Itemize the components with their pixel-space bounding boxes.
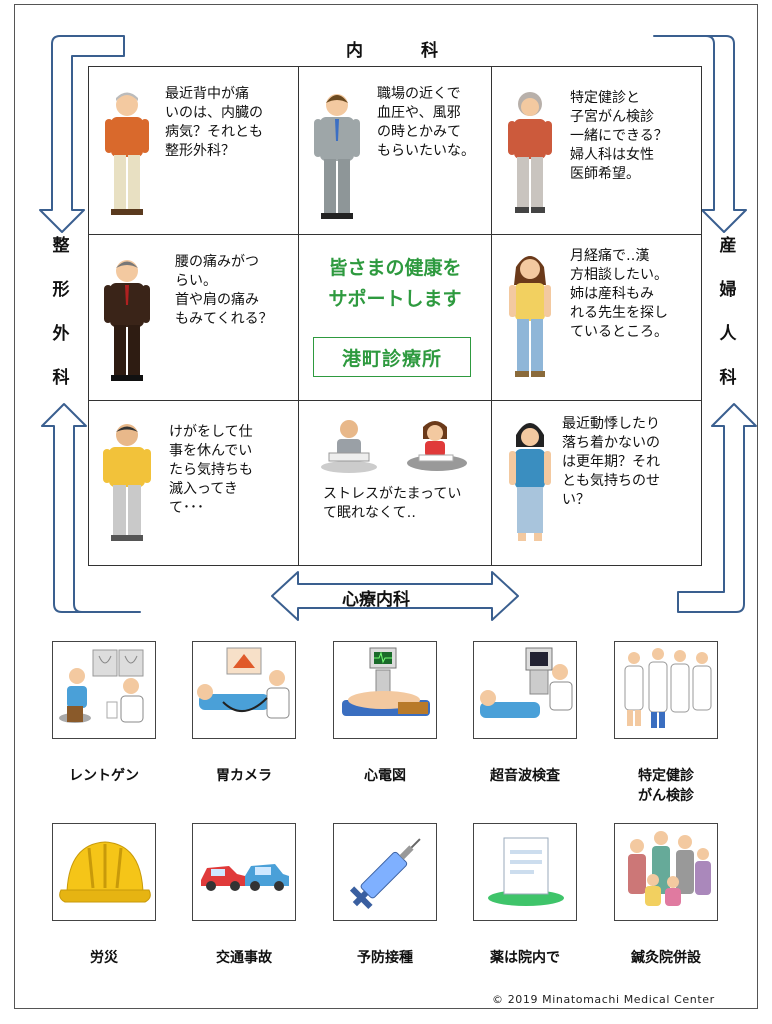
service-label: 超音波検査 — [490, 768, 560, 784]
service-tile-workers-comp — [52, 823, 156, 921]
ecg-icon — [342, 647, 430, 716]
car-accident-icon — [201, 864, 289, 891]
hard-hat-icon — [59, 841, 151, 903]
concern-text: 特定健診と 子宮がん検診 一緒にできる？ 婦人科は女性 医師希望。 — [570, 90, 668, 182]
service-tile-acupuncture — [614, 823, 718, 921]
concern-cell-office-worker: 職場の近くで 血圧や、風邪 の時とかみて もらいたいな。 — [299, 67, 492, 235]
service-label: 予防接種 — [357, 950, 413, 966]
service-tile-gastroscope — [192, 641, 296, 739]
service-label: 労災 — [90, 950, 118, 966]
copyright-text: © 2019 Minatomachi Medical Center — [492, 993, 715, 1006]
arrow-bottom-left — [41, 403, 141, 613]
service-tile-xray — [52, 641, 156, 739]
concern-text: 腰の痛みがつ らい。 首や肩の痛み もみてくれる？ — [175, 254, 273, 327]
service-tile-ultrasound — [473, 641, 577, 739]
service-label: 特定健診 がん検診 — [638, 768, 694, 804]
concern-text: 最近背中が痛 いのは、内臓の 病気？それとも 整形外科？ — [165, 86, 263, 159]
man-in-suit-icon — [104, 260, 150, 381]
concern-cell-middle-aged-woman: 最近動悸したり 落ち着かないの は更年期？それ とも気持ちのせ い？ — [492, 401, 701, 565]
gastroscope-icon — [197, 647, 290, 719]
service-tile-ecg — [333, 641, 437, 739]
elderly-woman-icon — [508, 92, 552, 213]
arrow-bottom-double — [271, 571, 519, 621]
xray-icon — [59, 649, 144, 723]
department-obgyn: 産婦人科 — [719, 236, 737, 388]
health-checkup-icon — [624, 648, 712, 728]
concern-cell-injured-man: けがをして仕 事を休んでい たら気持ちも 滅入ってき て･･･ — [89, 401, 299, 565]
concern-cell-elderly-woman: 特定健診と 子宮がん検診 一緒にできる？ 婦人科は女性 医師希望。 — [492, 67, 701, 235]
service-label: 薬は院内で — [490, 950, 560, 966]
service-label: 鍼灸院併設 — [631, 950, 701, 966]
concern-text: 職場の近くで 血圧や、風邪 の時とかみて もらいたいな。 — [377, 86, 475, 159]
arrow-bottom-right — [677, 403, 757, 613]
concern-text: ストレスがたまってい て眠れなくて‥ — [323, 486, 462, 521]
department-orthopedics: 整形外科 — [52, 236, 70, 388]
concern-text: 月経痛で‥漢 方相談したい。 姉は産科もみ れる先生を探し ているところ。 — [570, 248, 668, 340]
service-label: 交通事故 — [216, 950, 272, 966]
ultrasound-icon — [480, 647, 573, 718]
service-label: レントゲン — [69, 768, 139, 784]
worker-man-icon — [103, 424, 151, 541]
medicine-bag-icon — [488, 837, 564, 906]
service-tile-checkup — [614, 641, 718, 739]
concern-cell-man-in-suit: 腰の痛みがつ らい。 首や肩の痛み もみてくれる？ — [89, 235, 299, 401]
department-internal-medicine: 内科 — [346, 41, 438, 61]
syringe-icon — [349, 838, 421, 910]
clinic-center-cell: 皆さまの健康を サポートします 港町診療所 — [299, 235, 492, 401]
service-label: 心電図 — [364, 768, 406, 784]
concern-text: 最近動悸したり 落ち着かないの は更年期？それ とも気持ちのせ い？ — [562, 416, 660, 508]
service-tile-traffic-accident — [192, 823, 296, 921]
young-woman-icon — [509, 256, 551, 377]
concern-cell-young-woman: 月経痛で‥漢 方相談したい。 姉は産科もみ れる先生を探し ているところ。 — [492, 235, 701, 401]
middle-aged-woman-icon — [509, 423, 551, 541]
arrow-top-left — [39, 35, 125, 233]
concern-text: けがをして仕 事を休んでい たら気持ちも 滅入ってき て･･･ — [169, 424, 253, 516]
concern-cell-stress: ストレスがたまってい て眠れなくて‥ — [299, 401, 492, 565]
page-frame — [14, 4, 758, 1009]
concern-cell-elderly-man: 最近背中が痛 いのは、内臓の 病気？それとも 整形外科？ — [89, 67, 299, 235]
clinic-name-box: 港町診療所 — [313, 337, 471, 377]
service-tile-medicine — [473, 823, 577, 921]
family-group-icon — [628, 831, 711, 906]
elderly-man-icon — [105, 92, 149, 215]
department-psychosomatic: 心療内科 — [342, 590, 410, 610]
service-tile-vaccination — [333, 823, 437, 921]
businessman-icon — [314, 94, 360, 219]
patient-concerns-grid: 最近背中が痛 いのは、内臓の 病気？それとも 整形外科？ 職場の近くで 血圧や、… — [88, 66, 702, 566]
stressed-workers-icon — [321, 420, 467, 473]
service-label: 胃カメラ — [216, 768, 272, 784]
center-slogan: 皆さまの健康を サポートします — [328, 257, 462, 310]
arrow-top-right — [653, 35, 747, 233]
